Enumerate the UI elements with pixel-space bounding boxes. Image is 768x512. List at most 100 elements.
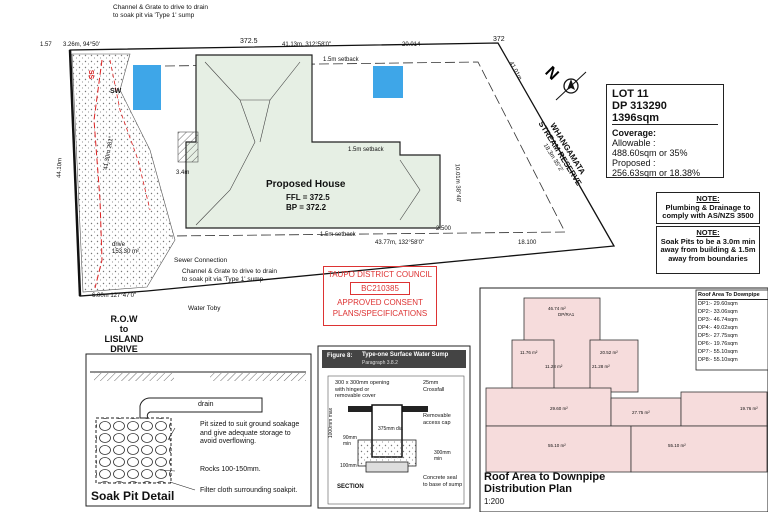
soak-pit-title: Soak Pit Detail: [91, 489, 175, 503]
sump-section: SECTION: [337, 484, 364, 490]
sewer-line: [93, 59, 103, 289]
note-plumbing-text: Plumbing & Drainage to comply with AS/NZ…: [662, 202, 754, 220]
lot-info-box: LOT 11 DP 313290 1396sqm Coverage: Allow…: [606, 84, 724, 178]
allowable-value: 488.60sqm or 35%: [612, 148, 688, 158]
setback-side: 1.5m setback: [348, 147, 384, 153]
roof-area-2: 11.76 m²: [520, 350, 538, 355]
roof-area-3: 20.52 m²: [600, 350, 618, 355]
roof-legend-dp7: DP7:- 55.10sqm: [698, 349, 738, 355]
dim-bottom-left: 6.00m 127°47'0": [92, 293, 137, 299]
coverage-label: Coverage:: [612, 128, 657, 138]
allowable-label: Allowable :: [612, 138, 656, 148]
sump-cap: Removable access cap: [423, 413, 451, 426]
roof-area-9: 55.10 m²: [548, 443, 566, 448]
soak-note-2: Rocks 100-150mm.: [200, 466, 261, 473]
drive-area: drive 153.30 m²: [112, 242, 140, 255]
roof-legend: Roof Area To Downpipe DP1:- 29.60sqm DP2…: [698, 291, 768, 364]
dim-top-right: 20.014: [402, 42, 421, 48]
driveway: [71, 53, 176, 293]
soak-pit-2: [373, 66, 403, 98]
setback-top: 1.5m setback: [323, 57, 359, 63]
roof-legend-dp5: DP5:- 27.75sqm: [698, 333, 738, 339]
roof-plan-drawing: [485, 297, 768, 473]
dim-small-2: 3.4m: [176, 170, 190, 176]
sump-90: 90mm min: [343, 435, 357, 447]
note-soak-text: Soak Pits to be a 3.0m min away from bui…: [660, 236, 756, 263]
dim-top-mid: 41.13m, 312°58'0": [282, 42, 332, 48]
dim-right-diag: 10.01m 38°48': [453, 163, 461, 203]
sump-375: 375mm dia: [378, 426, 403, 432]
soak-note-1: Pit sized to suit ground soakage and giv…: [200, 421, 300, 445]
stormwater-line: [109, 59, 151, 211]
dim-small-1: 2.500: [436, 226, 452, 232]
council-status: APPROVED CONSENT PLANS/SPECIFICATIONS: [332, 298, 428, 318]
roof-legend-dp2: DP2:- 33.06sqm: [698, 309, 738, 315]
soak-drain-label: drain: [198, 401, 214, 408]
council-stamp: TAUPO DISTRICT COUNCIL BC210385 APPROVED…: [323, 266, 437, 326]
roof-legend-title: Roof Area To Downpipe: [698, 291, 768, 300]
setback-bottom: 1.5m setback: [320, 232, 356, 238]
rock-pit: [95, 417, 172, 484]
ss-label: SS: [87, 69, 95, 80]
council-ref: BC210385: [350, 282, 410, 295]
label-sewer: Sewer Connection: [174, 257, 228, 264]
house-title: Proposed House: [266, 179, 346, 190]
roof-legend-dp8: DP8:- 55.10sqm: [698, 357, 738, 363]
lot-title: LOT 11: [612, 88, 649, 100]
note-plumbing: NOTE: Plumbing & Drainage to comply with…: [656, 192, 760, 224]
roof-legend-dp4: DP4:- 49.02sqm: [698, 325, 738, 331]
label-channel-top: Channel & Grate to drive to drain to soa…: [113, 4, 209, 19]
note-soak-pits: NOTE: Soak Pits to be a 3.0m min away fr…: [656, 226, 760, 274]
lot-area: 1396sqm: [612, 112, 718, 125]
roof-area-10: 55.10 m²: [668, 443, 686, 448]
roof-legend-dp1: DP1:- 29.60sqm: [698, 301, 738, 307]
sump-concrete: Concrete seal to base of sump: [423, 475, 463, 488]
dim-left-side: 44.10m: [56, 157, 64, 179]
note-soak-title: NOTE:: [696, 228, 720, 237]
proposed-label: Proposed :: [612, 158, 656, 168]
roof-area-4: 11.28 m²: [545, 364, 563, 369]
roof-area-7: 27.75 m²: [632, 410, 650, 415]
proposed-value: 256.63sqm or 18.38%: [612, 168, 701, 178]
roof-title-1: Roof Area to Downpipe: [484, 471, 606, 483]
row-label: R.O.W to LISLAND DRIVE: [96, 314, 152, 354]
sw-label: SW: [110, 88, 122, 95]
note-plumbing-title: NOTE:: [696, 194, 720, 203]
roof-dp-tag: DP/RA1: [558, 312, 575, 317]
sump-figure: Figure 8:: [327, 353, 353, 359]
dim-top-left-b: 3.26m, 94°50': [63, 42, 100, 48]
setback-line: [164, 61, 566, 237]
roof-scale: 1:200: [484, 497, 505, 506]
roof-area-1: 46.74 m²: [548, 306, 566, 311]
sump-title: Type-one Surface Water Sump: [362, 352, 449, 358]
rl-372: 372: [493, 36, 505, 43]
row-line-4: DRIVE: [110, 344, 138, 354]
label-water: Water Toby: [188, 305, 221, 312]
soak-pit-1: [133, 65, 161, 110]
roof-area-6: 29.60 m²: [550, 406, 568, 411]
sump-1000: 1000mm max: [328, 407, 335, 439]
sump-100: 100mm: [340, 463, 357, 469]
roof-title-2: Distribution Plan: [484, 483, 572, 495]
soak-note-3: Filter cloth surrounding soakpit.: [200, 487, 298, 494]
roof-legend-dp3: DP3:- 46.74sqm: [698, 317, 738, 323]
sump-para: Paragraph 3.8.2: [362, 360, 398, 366]
sump-300: 300mm min: [434, 450, 451, 462]
house-ffl: FFL = 372.5: [286, 193, 330, 202]
house-bp: BP = 372.2: [286, 203, 327, 212]
row-line-2: to: [119, 324, 129, 334]
north-arrow: [555, 71, 587, 101]
roof-area-8: 19.76 m²: [740, 406, 758, 411]
sump-crossfall: 25mm Crossfall: [423, 380, 445, 393]
svg-text:N: N: [541, 64, 561, 84]
dim-bottom-right: 18.100: [518, 240, 537, 246]
rl-372-5: 372.5: [240, 38, 258, 45]
row-line-1: R.O.W: [110, 314, 138, 324]
roof-legend-dp6: DP6:- 19.76sqm: [698, 341, 738, 347]
lot-dp: DP 313290: [612, 100, 667, 112]
label-channel-bottom: Channel & Grate to drive to drain to soa…: [182, 268, 278, 283]
row-line-3: LISLAND: [104, 334, 144, 344]
dim-bottom-mid: 43.77m, 132°58'0": [375, 240, 425, 246]
dim-top-left-a: 1.57: [40, 42, 52, 48]
